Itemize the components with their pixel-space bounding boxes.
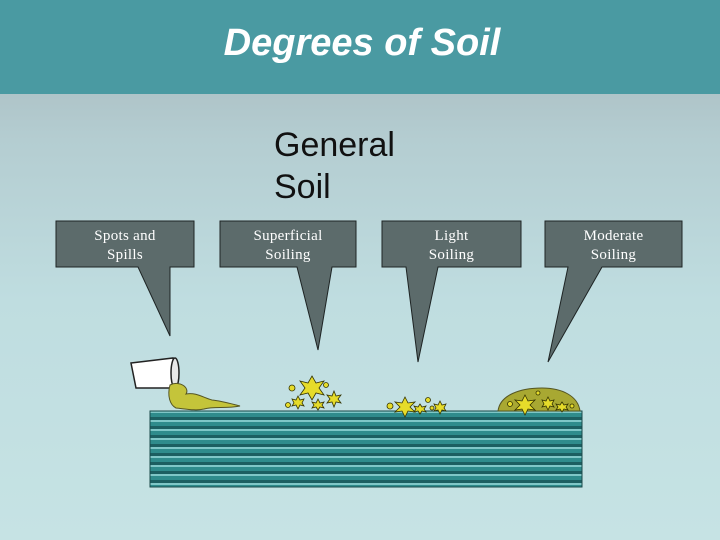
callout-label-line-2: Soiling bbox=[265, 247, 311, 263]
dirt-particles-icon bbox=[285, 375, 342, 411]
subtitle-line-2: Soil bbox=[274, 168, 331, 206]
spill-icon bbox=[168, 382, 241, 411]
slide-header bbox=[0, 0, 720, 94]
callout-label-moderate-soiling: Moderate Soiling bbox=[545, 227, 682, 265]
callout-label-line-1: Spots and bbox=[94, 228, 156, 244]
callout-light-soiling bbox=[381, 220, 522, 363]
carpet-illustration bbox=[149, 410, 583, 488]
callout-label-line-2: Spills bbox=[107, 247, 143, 263]
soil-mound-icon bbox=[497, 387, 581, 416]
callout-moderate-soiling bbox=[544, 220, 683, 363]
callout-label-spots-and-spills: Spots and Spills bbox=[56, 227, 194, 265]
callout-label-light-soiling: Light Soiling bbox=[382, 227, 521, 265]
callout-label-line-2: Soiling bbox=[590, 247, 637, 263]
callout-spots-and-spills bbox=[55, 220, 195, 337]
slide-subtitle: General Soil bbox=[274, 124, 474, 208]
slide-title: Degrees of Soil bbox=[223, 22, 501, 64]
cup-icon bbox=[130, 357, 180, 389]
callout-label-line-1: Moderate bbox=[583, 228, 644, 244]
callout-label-line-1: Light bbox=[434, 228, 469, 244]
subtitle-line-1: General bbox=[274, 126, 395, 164]
dirt-particles-light-icon bbox=[386, 396, 447, 418]
callout-label-line-2: Soiling bbox=[428, 247, 475, 263]
callout-label-line-1: Superficial bbox=[253, 228, 323, 244]
callout-label-superficial-soiling: Superficial Soiling bbox=[220, 227, 356, 265]
callout-superficial-soiling bbox=[219, 220, 357, 351]
